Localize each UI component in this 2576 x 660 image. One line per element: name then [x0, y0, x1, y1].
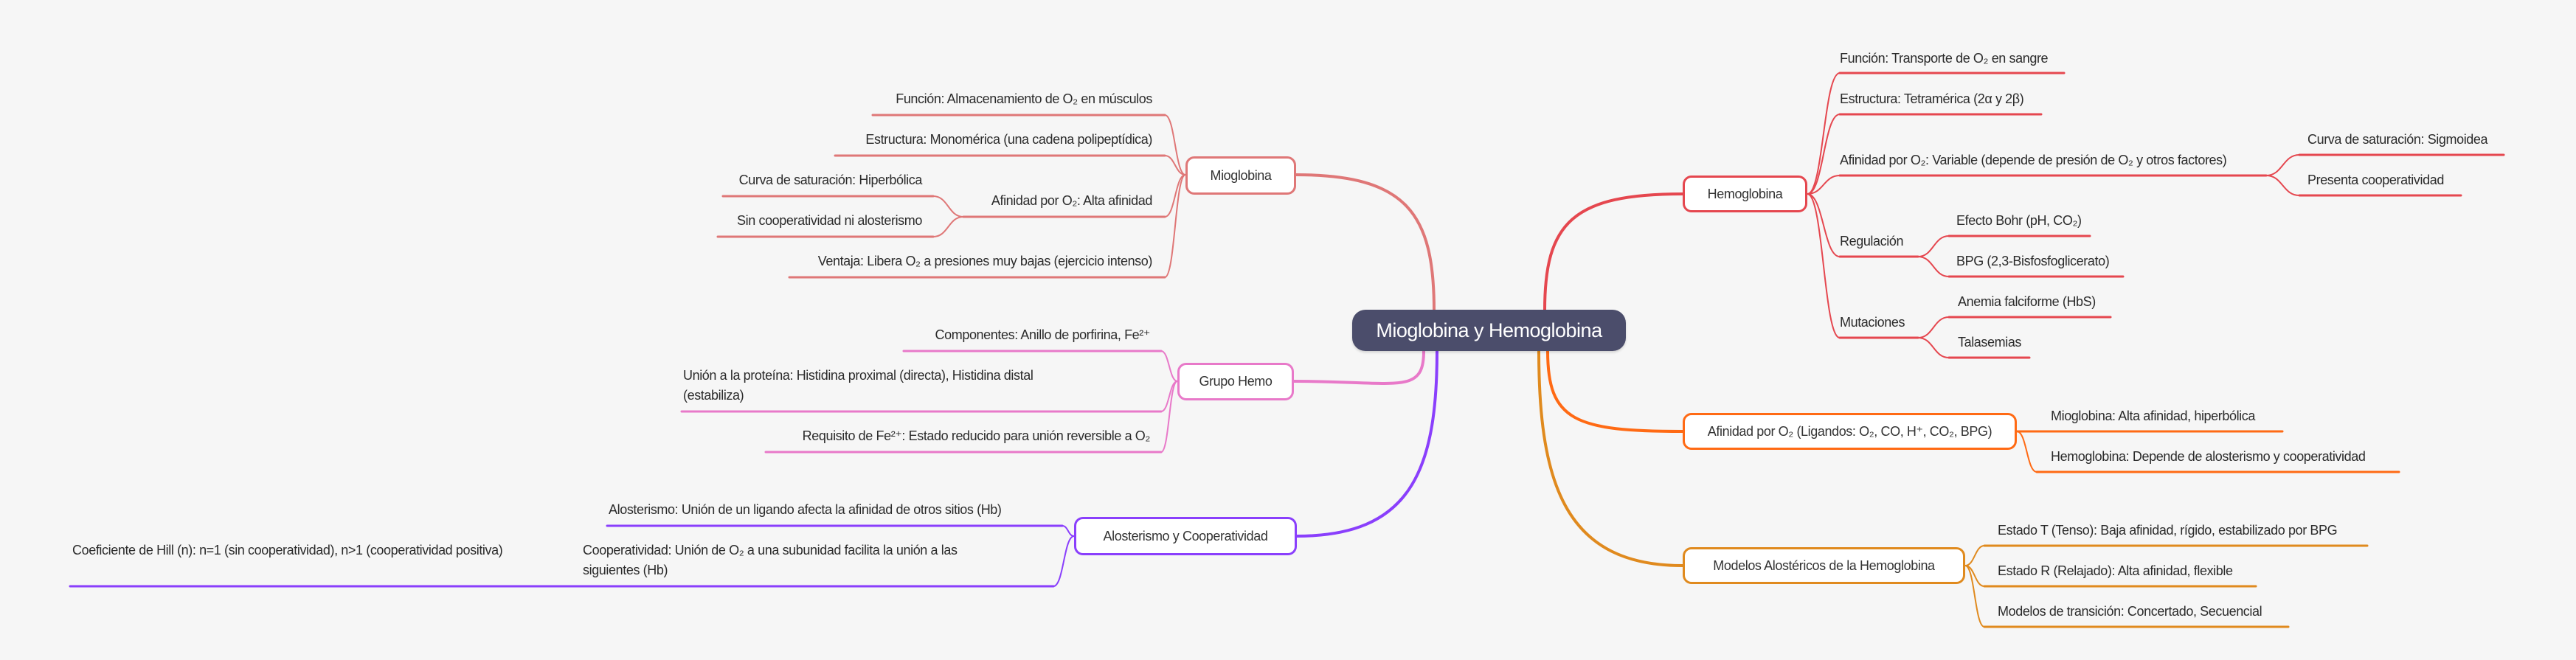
node-grupo-hemo[interactable]: Grupo Hemo — [1177, 363, 1294, 400]
connector-line — [1917, 316, 1950, 338]
connector-line — [1807, 114, 1841, 195]
node-label: Mioglobina — [1210, 167, 1272, 183]
branch-line — [1543, 192, 1684, 312]
hemo-componentes: Componentes: Anillo de porfirina, Fe²⁺ — [935, 327, 1151, 342]
mb-curva: Curva de saturación: Hiperbólica — [738, 173, 923, 187]
node-label: Alosterismo y Cooperatividad — [1103, 528, 1268, 543]
connector-line — [2016, 431, 2037, 473]
mb-funcion: Función: Almacenamiento de O₂ en músculo… — [896, 91, 1152, 106]
hb-estructura: Estructura: Tetramérica (2α y 2β) — [1840, 91, 2024, 106]
connector-line — [1053, 535, 1075, 587]
connector-line — [1160, 381, 1178, 453]
node-label: Grupo Hemo — [1199, 374, 1273, 389]
connector-line — [2265, 175, 2300, 196]
connector-line — [1964, 565, 1985, 628]
connector-line — [1807, 193, 1841, 338]
hb-curva: Curva de saturación: Sigmoidea — [2307, 132, 2488, 147]
hb-afinidad: Afinidad por O₂: Variable (depende de pr… — [1840, 153, 2227, 167]
connector-line — [1807, 175, 1841, 195]
node-hemoglobina[interactable]: Hemoglobina — [1683, 176, 1807, 212]
hb-cooperatividad: Presenta cooperatividad — [2307, 173, 2444, 187]
root-node[interactable]: Mioglobina y Hemoglobina — [1352, 310, 1626, 351]
alo-cooperatividad: Cooperatividad: Unión de O₂ a una subuni… — [583, 543, 958, 577]
hb-mutaciones: Mutaciones — [1840, 315, 1905, 330]
mod-estado-t: Estado T (Tenso): Baja afinidad, rígido,… — [1998, 523, 2338, 538]
node-label: Hemoglobina — [1707, 186, 1783, 201]
mod-transicion: Modelos de transición: Concertado, Secue… — [1998, 604, 2262, 619]
mb-sin-cooperatividad: Sin cooperatividad ni alosterismo — [737, 213, 922, 228]
mb-ventaja: Ventaja: Libera O₂ a presiones muy bajas… — [817, 254, 1153, 268]
hb-talasemias: Talasemias — [1958, 335, 2022, 350]
hb-regulacion: Regulación — [1840, 234, 1904, 249]
af-hemoglobina: Hemoglobina: Depende de alosterismo y co… — [2051, 449, 2366, 464]
connector-line — [1164, 114, 1186, 176]
connector-line — [1807, 193, 1841, 257]
node-modelos[interactable]: Modelos Alostéricos de la Hemoglobina — [1683, 547, 1965, 584]
mb-estructura: Estructura: Monomérica (una cadena polip… — [865, 132, 1152, 147]
branch-line — [1295, 350, 1438, 538]
branch-line — [1292, 350, 1425, 385]
node-alosterismo[interactable]: Alosterismo y Cooperatividad — [1074, 517, 1297, 555]
connector-line — [1164, 155, 1186, 176]
mb-afinidad: Afinidad por O₂: Alta afinidad — [991, 193, 1153, 208]
connector-line — [1807, 72, 1841, 195]
connector-line — [1917, 256, 1950, 277]
hemo-union: Unión a la proteína: Histidina proximal … — [683, 368, 1033, 403]
connector-line — [1160, 350, 1178, 382]
connector-line — [932, 195, 964, 218]
connector-line — [1164, 174, 1186, 278]
connector-line — [1062, 525, 1075, 537]
node-mioglobina[interactable]: Mioglobina — [1185, 156, 1296, 195]
branch-line — [1537, 350, 1684, 567]
branch-line — [1546, 350, 1684, 433]
hb-funcion: Función: Transporte de O₂ en sangre — [1840, 51, 2049, 66]
hemo-requisito: Requisito de Fe²⁺: Estado reducido para … — [802, 428, 1151, 443]
node-label: Modelos Alostéricos de la Hemoglobina — [1713, 557, 1935, 573]
connector-line — [1964, 545, 1985, 566]
af-mioglobina: Mioglobina: Alta afinidad, hiperbólica — [2051, 409, 2255, 423]
connector-line — [1164, 174, 1186, 218]
branch-line — [1295, 173, 1436, 312]
connector-line — [1160, 381, 1178, 412]
hb-bohr: Efecto Bohr (pH, CO₂) — [1956, 213, 2082, 228]
connector-line — [1917, 337, 1950, 358]
node-label: Afinidad por O₂ (Ligandos: O₂, CO, H⁺, C… — [1707, 423, 1992, 439]
hb-anemia: Anemia falciforme (HbS) — [1958, 294, 2096, 309]
connector-line — [2265, 154, 2300, 176]
mod-estado-r: Estado R (Relajado): Alta afinidad, flex… — [1998, 563, 2233, 578]
connector-line — [1917, 235, 1950, 257]
connector-line — [932, 216, 964, 237]
hb-bpg: BPG (2,3-Bisfosfoglicerato) — [1956, 254, 2110, 268]
alo-hill: Coeficiente de Hill (n): n=1 (sin cooper… — [72, 543, 503, 557]
node-afinidad[interactable]: Afinidad por O₂ (Ligandos: O₂, CO, H⁺, C… — [1683, 413, 2017, 450]
alo-alosterismo: Alosterismo: Unión de un ligando afecta … — [609, 502, 1002, 517]
